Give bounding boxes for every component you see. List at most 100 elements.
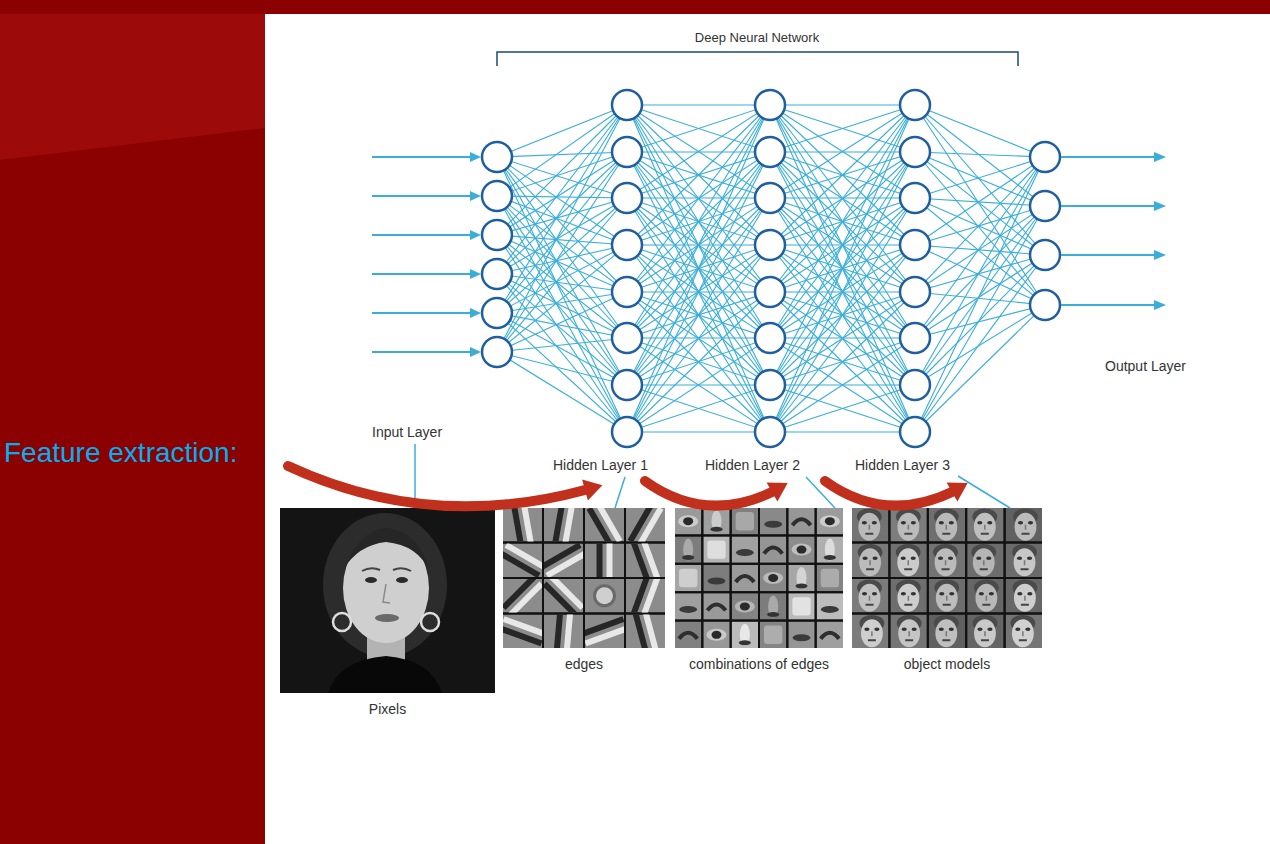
cell-ground <box>1006 579 1042 613</box>
mouth-line <box>981 639 989 641</box>
eye-dot <box>939 521 944 525</box>
neuron <box>755 183 785 213</box>
eye-part <box>740 602 750 610</box>
neuron <box>900 230 930 260</box>
connection-line <box>770 105 915 432</box>
neuron <box>612 137 642 167</box>
neuron <box>612 90 642 120</box>
neuron <box>1030 290 1060 320</box>
connection-line <box>770 292 915 432</box>
feature-cell <box>817 536 843 562</box>
connection-line <box>770 105 915 385</box>
neuron <box>612 417 642 447</box>
eye-part <box>825 517 835 525</box>
connection-line <box>497 152 627 157</box>
feature-cell <box>929 615 965 649</box>
connection-line <box>770 105 915 245</box>
connection-line <box>627 338 770 432</box>
neuron <box>755 277 785 307</box>
connection-line <box>770 338 915 432</box>
feature-cell <box>852 615 888 649</box>
feature-cell <box>788 593 814 619</box>
feature-cell <box>503 579 542 613</box>
feature-cell <box>760 593 786 619</box>
cell-ground <box>967 579 1003 613</box>
feature-cell <box>675 593 701 619</box>
nose-part <box>740 624 750 646</box>
feature-cell <box>1006 544 1042 578</box>
connection-line <box>627 198 770 432</box>
nose-part <box>711 527 723 532</box>
arrow-head <box>470 308 481 318</box>
neuron <box>482 298 512 328</box>
edge-stripe <box>567 615 571 649</box>
cell-ground <box>703 565 729 591</box>
eye-dot <box>949 592 954 596</box>
feature-cell <box>732 536 758 562</box>
nose-line <box>871 631 873 636</box>
feature-cell <box>626 579 665 613</box>
connection-line <box>770 245 915 432</box>
neuron <box>1030 191 1060 221</box>
connection-line <box>497 313 627 432</box>
arrow-head <box>1154 152 1166 162</box>
light-patch <box>821 569 839 587</box>
connection-line <box>915 305 1045 385</box>
connection-line <box>497 157 627 385</box>
neuron <box>612 183 642 213</box>
cell-ground <box>544 615 583 649</box>
feature-cell <box>703 508 729 534</box>
connection-line <box>915 157 1045 385</box>
edge-stripe <box>503 579 534 608</box>
photo-ground <box>280 508 495 693</box>
mouth-line <box>942 639 950 641</box>
connection-line <box>627 152 770 432</box>
connection-line <box>915 305 1045 432</box>
nose-part <box>683 539 693 561</box>
nose-part <box>797 567 807 589</box>
feature-cell <box>760 508 786 534</box>
nose-part <box>796 584 808 589</box>
connection-line <box>497 292 627 313</box>
neuron <box>482 142 512 172</box>
nose-line <box>984 631 986 636</box>
connection-line <box>627 431 770 432</box>
connection-line <box>497 105 627 352</box>
neuron <box>755 323 785 353</box>
neuron <box>900 90 930 120</box>
image-panel: object models <box>852 508 1042 675</box>
arrow-head <box>1154 250 1166 260</box>
neuron <box>482 181 512 211</box>
connection-line <box>627 105 770 432</box>
network-neurons <box>482 90 1060 447</box>
connection-line <box>627 105 770 338</box>
feature-cell <box>967 579 1003 613</box>
nose-line <box>869 560 871 565</box>
feature-cell <box>852 508 888 542</box>
connection-line <box>627 105 770 198</box>
input-arrow <box>372 195 472 197</box>
connection-line <box>915 105 1045 157</box>
eye-dot <box>902 627 907 631</box>
feature-cell <box>967 615 1003 649</box>
connection-line <box>627 105 770 385</box>
connection-line <box>627 105 770 245</box>
leader-line <box>615 477 625 508</box>
panel-ground <box>675 508 843 648</box>
feature-cell <box>929 544 965 578</box>
brow-part <box>792 519 810 525</box>
feature-cell <box>626 508 665 542</box>
edge-stripe <box>565 508 573 542</box>
feature-cell <box>967 544 1003 578</box>
connection-line <box>915 305 1045 338</box>
connection-line <box>497 196 627 385</box>
connection-line <box>915 157 1045 245</box>
eye-dot <box>911 592 916 596</box>
face-shape <box>898 619 920 647</box>
cell-ground <box>760 593 786 619</box>
face-shape <box>974 619 996 647</box>
face-shape <box>1012 619 1034 647</box>
edge-stripe <box>597 544 603 578</box>
io-arrows <box>372 152 1166 357</box>
eye-dot <box>1018 521 1023 525</box>
